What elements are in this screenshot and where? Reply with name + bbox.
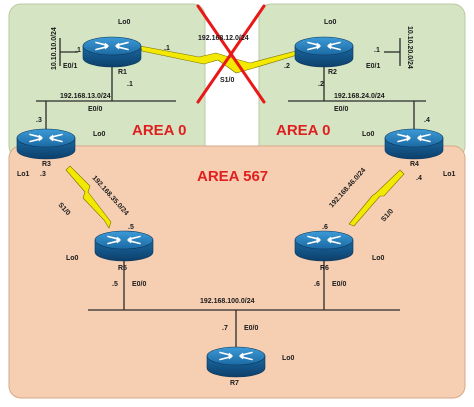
r2-lan-interface-label: E0/1 (366, 63, 381, 70)
r2-lan-host-label: .1 (374, 47, 380, 54)
r1-r2-network-label: 192.168.12.0/24 (198, 35, 249, 42)
r5-serial-host-label: .5 (128, 224, 134, 231)
cross-icon (196, 4, 266, 104)
r4-loopback-label: Lo0 (362, 131, 375, 138)
r2-name-label: R2 (328, 69, 337, 76)
r7-lan-interface-label: E0/0 (244, 325, 259, 332)
router-icon[interactable] (94, 230, 154, 262)
r6-name-label: R6 (320, 265, 329, 272)
r6-loopback-label: Lo0 (372, 255, 385, 262)
area567-region (8, 145, 466, 399)
r3-serial-host-label: .3 (40, 171, 46, 178)
r1-name-label: R1 (118, 69, 127, 76)
router-icon[interactable] (16, 128, 76, 160)
router-icon[interactable] (384, 128, 444, 160)
r5-name-label: R5 (118, 265, 127, 272)
serial-bolt-icon (65, 165, 112, 229)
serial-bolt-icon (348, 169, 405, 227)
r4-name-label: R4 (410, 161, 419, 168)
area-label: AREA 0 (132, 122, 186, 139)
r4-serial-host-label: .4 (416, 175, 422, 182)
r6-serial-host-label: .6 (322, 224, 328, 231)
router-icon[interactable] (206, 346, 266, 378)
router-icon[interactable] (82, 36, 142, 68)
r3-name-label: R3 (42, 161, 51, 168)
r7-loopback-label: Lo0 (282, 355, 295, 362)
r7-name-label: R7 (230, 380, 239, 387)
r1-r3-network-label: 192.168.13.0/24 (60, 93, 111, 100)
r1-lan-host-label: .1 (75, 47, 81, 54)
r6-lan-interface-label: E0/0 (332, 281, 347, 288)
r6-lan-host-label: .6 (314, 281, 320, 288)
r3-loopback-label: Lo0 (93, 131, 106, 138)
r3-ethernet-host-label: .3 (36, 117, 42, 124)
r2-loopback-label: Lo0 (324, 19, 337, 26)
r4-loopback1-label: Lo1 (443, 171, 456, 178)
r2-ethernet-host-label: .2 (318, 81, 324, 88)
r1-loopback-label: Lo0 (118, 19, 131, 26)
r1-ethernet-host-label: .1 (127, 81, 133, 88)
r1-serial-host-label: .1 (164, 45, 170, 52)
r4-ethernet-host-label: .4 (424, 117, 430, 124)
area-label: AREA 567 (197, 168, 268, 185)
r7-lan-host-label: .7 (222, 325, 228, 332)
r3-loopback1-label: Lo1 (17, 171, 30, 178)
r2-lan-network-label: 10.10.20.0/24 (406, 26, 413, 69)
r5-lan-interface-label: E0/0 (132, 281, 147, 288)
r5-lan-host-label: .5 (112, 281, 118, 288)
r2-serial-host-label: .2 (284, 63, 290, 70)
lan-100-network-label: 192.168.100.0/24 (200, 298, 255, 305)
r1-r2-interface-label: S1/0 (220, 77, 235, 84)
r2-r4-interface-label: E0/0 (334, 106, 349, 113)
router-icon[interactable] (294, 36, 354, 68)
r2-r4-network-label: 192.168.24.0/24 (334, 93, 385, 100)
r1-r3-interface-label: E0/0 (88, 106, 103, 113)
router-icon[interactable] (294, 230, 354, 262)
area-label: AREA 0 (276, 122, 330, 139)
r1-lan-interface-label: E0/1 (63, 63, 78, 70)
r1-lan-network-label: 10.10.10.0/24 (51, 27, 58, 70)
r5-loopback-label: Lo0 (66, 255, 79, 262)
